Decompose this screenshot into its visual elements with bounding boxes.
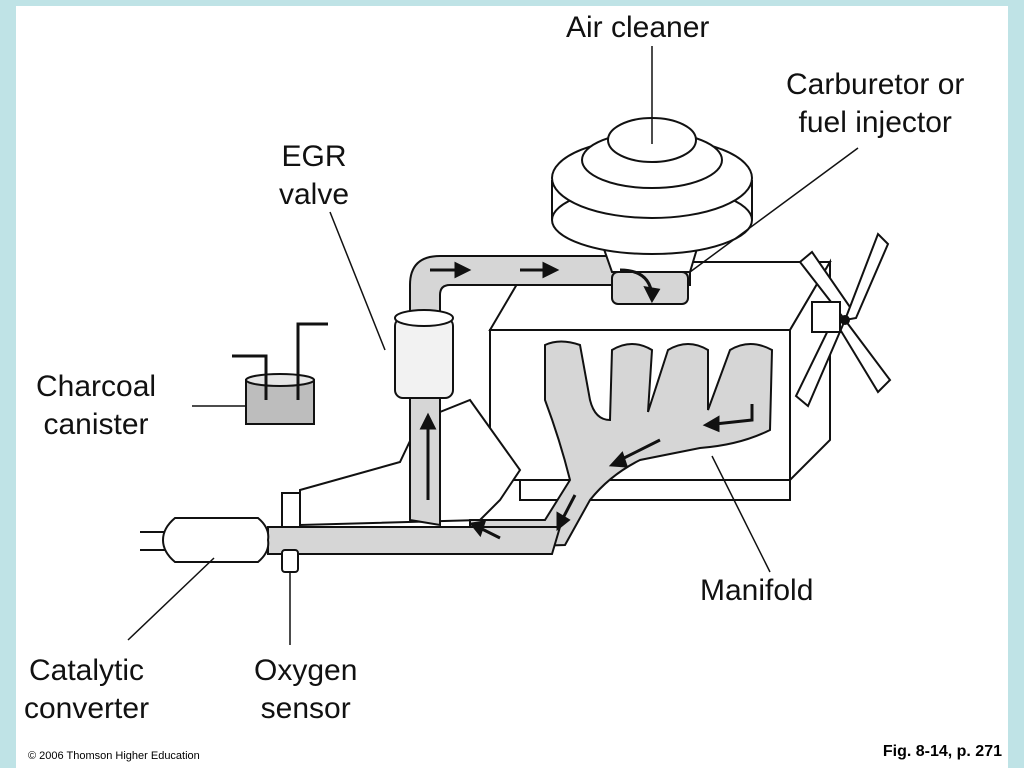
label-air-cleaner-text: Air cleaner [566, 11, 710, 44]
figure-reference: Fig. 8-14, p. 271 [882, 743, 1002, 760]
copyright-notice: © 2006 Thomson Higher Education [28, 750, 200, 762]
label-oxygen-line1: Oxygen [254, 654, 358, 687]
flow-arrows [419, 261, 754, 540]
label-oxygen-sensor: Oxygen sensor [254, 652, 357, 728]
label-manifold: Manifold [700, 572, 813, 610]
label-charcoal-line2: canister [43, 408, 149, 441]
label-carburetor-line2: fuel injector [798, 106, 952, 139]
label-oxygen-line2: sensor [260, 692, 351, 725]
emission-system-diagram [127, 46, 892, 645]
label-manifold-text: Manifold [700, 574, 814, 607]
exhaust-pipe [267, 526, 562, 555]
oxygen-sensor [281, 549, 299, 573]
label-egr-line2: valve [279, 178, 350, 211]
intake-neck [281, 492, 301, 528]
charcoal-canister [232, 322, 328, 425]
slide: Air cleaner Carburetor or fuel injector … [16, 6, 1008, 768]
label-charcoal-line1: Charcoal [36, 370, 157, 403]
label-catalytic-line1: Catalytic [29, 654, 145, 687]
label-egr-line1: EGR [281, 140, 347, 173]
label-charcoal-canister: Charcoal canister [36, 368, 156, 444]
label-egr-valve: EGR valve [279, 138, 349, 214]
air-cleaner [551, 117, 753, 255]
egr-valve [394, 309, 454, 399]
label-carburetor-line1: Carburetor or [786, 68, 965, 101]
leader-lines [127, 46, 859, 645]
fan [794, 232, 892, 408]
egr-pipe [409, 389, 441, 527]
label-catalytic-converter: Catalytic converter [24, 652, 149, 728]
label-carburetor: Carburetor or fuel injector [786, 66, 964, 142]
label-catalytic-line2: converter [24, 692, 150, 725]
catalytic-converter [140, 517, 270, 563]
label-air-cleaner: Air cleaner [566, 9, 709, 47]
